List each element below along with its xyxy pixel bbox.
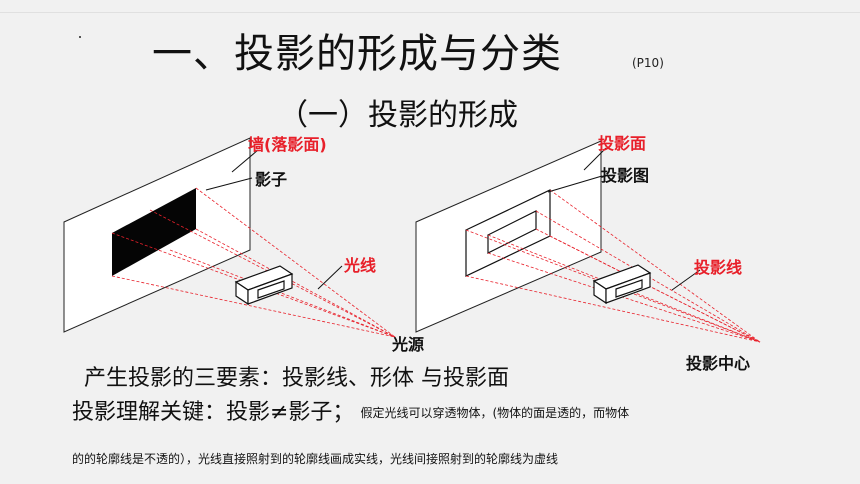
projection-plane-label: 投影面: [598, 134, 647, 153]
top-divider: [0, 12, 860, 13]
wall-label: 墙(落影面): [248, 135, 327, 154]
shadow-label: 影子: [255, 170, 288, 189]
shadow-pointer: [205, 177, 253, 191]
decorative-dot: [79, 36, 81, 38]
plane-pointer: [583, 147, 607, 171]
ray-label: 光线: [344, 256, 377, 275]
wall-pointer: [231, 149, 259, 173]
projection-line-label: 投影线: [694, 258, 743, 277]
image-pointer: [547, 175, 603, 193]
key-understanding-main: 投影理解关键：投影≠影子；: [72, 400, 355, 425]
slide-title: 一、投影的形成与分类: [152, 31, 562, 77]
key-understanding-text: 投影理解关键：投影≠影子； 假定光线可以穿透物体，(物体的面是透的，而物体: [72, 398, 629, 428]
three-elements-text: 产生投影的三要素：投影线、形体 与投影面: [84, 366, 509, 391]
object-box: [234, 265, 294, 306]
object-box-right: [592, 264, 652, 305]
ray-pointer: [317, 265, 343, 290]
projection-image-label: 投影图: [601, 166, 650, 185]
projection-center-label: 投影中心: [686, 354, 751, 373]
contour-rule-text: 的的轮廓线是不透的），光线直接照射到的轮廓线画成实线，光线间接照射到的轮廓线为虚…: [72, 452, 559, 466]
line-pointer: [671, 269, 701, 291]
shadow-shape: [112, 188, 196, 276]
right-figure: [415, 140, 761, 343]
projection-plane: [415, 140, 602, 333]
left-figure: [63, 137, 396, 338]
page-reference: (P10): [632, 56, 664, 70]
section-subtitle: （一）投影的形成: [278, 98, 518, 133]
light-source-label: 光源: [392, 335, 425, 354]
assumption-note: 假定光线可以穿透物体，(物体的面是透的，而物体: [360, 406, 630, 420]
